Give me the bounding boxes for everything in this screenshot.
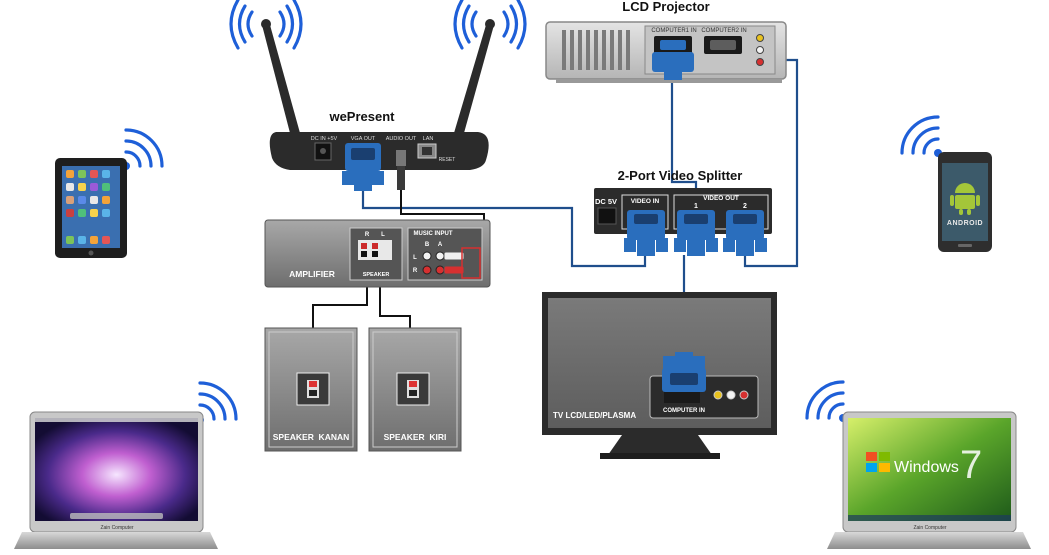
projector-rca-red [756, 58, 764, 66]
android-robot-icon [950, 183, 980, 215]
tv-rca-white [726, 390, 736, 400]
audio-out-label: AUDIO OUT [386, 136, 417, 142]
splitter-title: 2-Port Video Splitter [618, 168, 743, 183]
projector-vents [562, 30, 630, 70]
music-input-label: MUSIC INPUT [414, 231, 453, 237]
vga-out-label: VGA OUT [351, 136, 376, 142]
cable-wepresent-to-splitter [361, 190, 647, 268]
wepresent-device: wePresent DC IN +5V VGA OUT AUDIO OUT LA… [229, 0, 527, 191]
lcd-projector: LCD Projector COMPUTER1 IN COMPUTER2 IN [545, 0, 787, 83]
video-in-label: VIDEO IN [631, 198, 660, 205]
dc-in-label: DC IN +5V [311, 136, 338, 142]
wepresent-wifi-right-icon [453, 0, 527, 50]
rca-a-white [435, 251, 445, 261]
lan-label: LAN [423, 136, 434, 142]
splitter-vga-out2-plug [723, 210, 767, 256]
ipad-app-icons [66, 170, 110, 244]
windows-version: 7 [960, 443, 982, 487]
port-1-label: 1 [694, 203, 698, 210]
amplifier: AMPLIFIER R L SPEAKER MUSIC INPUT B A L … [264, 219, 491, 288]
wepresent-title: wePresent [328, 109, 395, 124]
video-out-label: VIDEO OUT [703, 195, 739, 202]
speaker-r-label: R [365, 232, 370, 238]
music-a-label: A [438, 242, 443, 248]
rca-a-red [435, 265, 445, 275]
wepresent-vga-plug [342, 143, 384, 191]
windows-laptop-wifi-icon [805, 380, 845, 420]
video-splitter: 2-Port Video Splitter DC 5V VIDEO IN VID… [594, 168, 772, 256]
windows-laptop-base [827, 532, 1031, 549]
speaker-kiri-label: SPEAKER KIRI [384, 432, 447, 442]
speaker-kanan: SPEAKER KANAN [264, 327, 358, 452]
music-r-label: R [413, 268, 418, 274]
tv-vga-plug [662, 352, 706, 392]
splitter-vga-in-plug [624, 210, 668, 256]
windows-laptop: Windows 7 Zain Computer [805, 380, 1031, 549]
windows-logo-icon [866, 452, 890, 472]
projector-rca-white [756, 46, 764, 54]
ipad-wifi-icon [124, 128, 164, 168]
wepresent-antenna-left [262, 25, 300, 133]
tv-display: TV LCD/LED/PLASMA COMPUTER IN [542, 292, 777, 459]
speaker-label: SPEAKER [363, 272, 390, 278]
mac-laptop-brand: Zain Computer [100, 525, 133, 531]
computer2-in-label: COMPUTER2 IN [701, 28, 746, 34]
ipad-device [55, 128, 164, 258]
windows-laptop-brand: Zain Computer [913, 525, 946, 531]
tv-rca-red [739, 390, 749, 400]
music-l-label: L [413, 255, 417, 261]
dc-5v-label: DC 5V [595, 197, 617, 206]
rca-b-white [422, 251, 432, 261]
tv-rca-yellow [713, 390, 723, 400]
android-text: ANDROID [947, 220, 983, 227]
android-phone: ANDROID [900, 115, 992, 252]
computer1-in-label: COMPUTER1 IN [651, 28, 696, 34]
projector-title: LCD Projector [622, 0, 709, 14]
tv-label: TV LCD/LED/PLASMA [553, 411, 636, 420]
speaker-kiri: SPEAKER KIRI [368, 327, 462, 452]
wepresent-antenna-right [454, 25, 494, 133]
rca-plug-white [443, 251, 465, 261]
wepresent-wifi-left-icon [229, 0, 303, 50]
speaker-l-label: L [381, 232, 385, 238]
windows-text: Windows [894, 459, 959, 476]
computer-in-label: COMPUTER IN [663, 408, 705, 414]
android-wifi-icon [900, 115, 940, 155]
mac-laptop-base [14, 532, 218, 549]
rca-plug-red [443, 265, 465, 275]
mac-laptop-wifi-icon [198, 381, 238, 421]
reset-label: RESET [439, 157, 456, 163]
port-2-label: 2 [743, 203, 747, 210]
splitter-vga-out1-plug [674, 210, 718, 256]
speaker-kanan-label: SPEAKER KANAN [273, 432, 350, 442]
amplifier-label: AMPLIFIER [289, 269, 335, 279]
projector-rca-yellow [756, 34, 764, 42]
music-b-label: B [425, 242, 430, 248]
wepresent-audio-plug [396, 150, 406, 190]
mac-laptop: Zain Computer [14, 381, 238, 549]
tv-stand [608, 435, 712, 455]
rca-b-red [422, 265, 432, 275]
projector-vga-plug [652, 52, 694, 80]
